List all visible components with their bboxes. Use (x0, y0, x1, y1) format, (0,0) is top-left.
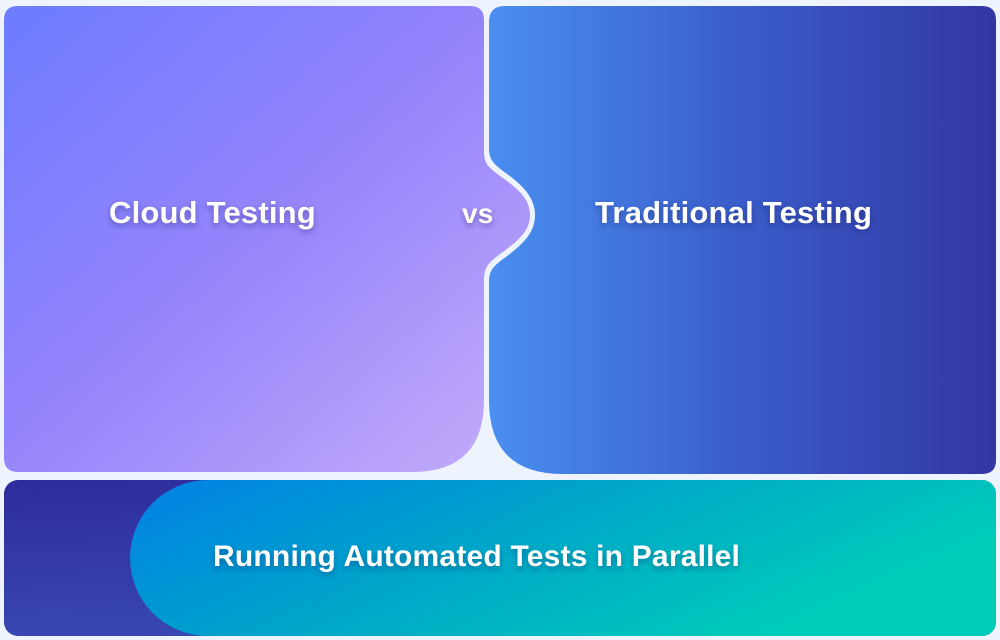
banner-pill (130, 480, 996, 636)
right-panel (489, 6, 996, 474)
banner-title: Running Automated Tests in Parallel (213, 540, 741, 573)
bottom-banner (4, 480, 996, 636)
left-panel (4, 6, 530, 472)
vs-label: vs (462, 198, 494, 229)
cloud-testing-label: Cloud Testing (109, 195, 316, 230)
traditional-testing-label: Traditional Testing (595, 195, 873, 230)
